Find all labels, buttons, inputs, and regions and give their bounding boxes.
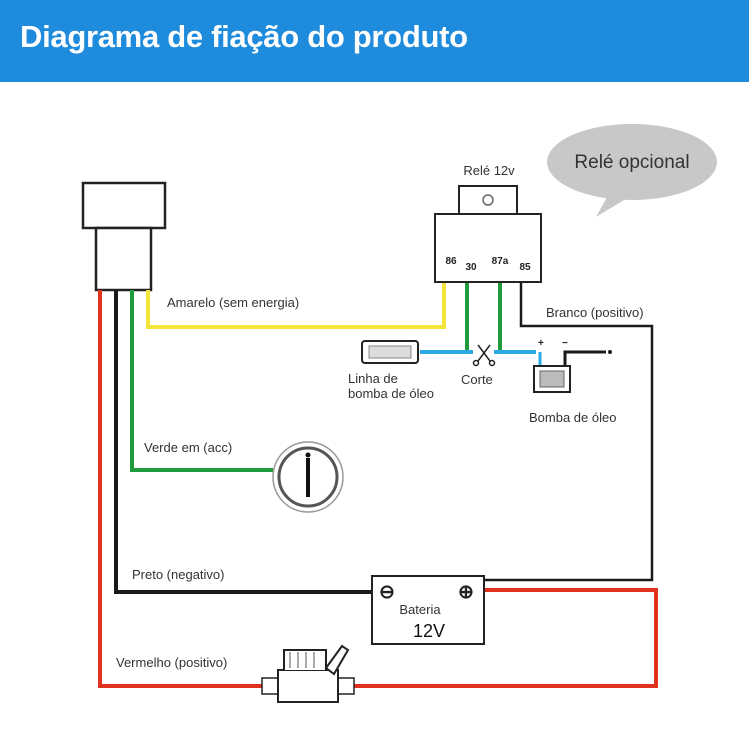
header-bar: Diagrama de fiação do produto — [0, 0, 749, 82]
battery-negative-icon: ⊖ — [379, 582, 395, 603]
cut-label: Corte — [461, 372, 493, 387]
bubble-text: Relé opcional — [574, 152, 689, 173]
black-wire-label: Preto (negativo) — [132, 567, 225, 582]
relay-pin-85: 85 — [519, 262, 531, 273]
pump-minus-label: − — [562, 338, 568, 349]
pump-plus-label: + — [538, 338, 544, 349]
relay-pin-86: 86 — [445, 256, 457, 267]
battery-positive-icon: ⊕ — [458, 582, 474, 603]
red-wire-label: Vermelho (positivo) — [116, 655, 227, 670]
white-wire — [484, 282, 654, 582]
key-icon — [305, 452, 311, 458]
battery-voltage: 12V — [413, 621, 445, 641]
fuse — [261, 644, 355, 703]
pump-minus-wire — [563, 350, 606, 368]
green-wire-label: Verde em (acc) — [144, 440, 232, 455]
oil-line-label-2: bomba de óleo — [348, 386, 434, 401]
red-wire-top — [98, 290, 262, 688]
oil-line-connector — [361, 340, 419, 364]
scissors-icon — [472, 344, 496, 367]
yellow-wire — [146, 282, 446, 329]
white-wire-label: Branco (positivo) — [546, 305, 644, 320]
ignition-switch — [272, 441, 344, 513]
battery-label: Bateria — [399, 602, 441, 617]
relay-title: Relé 12v — [463, 163, 515, 178]
oil-pump-label: Bomba de óleo — [529, 410, 616, 425]
green-wire — [130, 290, 273, 472]
yellow-wire-label: Amarelo (sem energia) — [167, 295, 299, 310]
page-title: Diagrama de fiação do produto — [20, 19, 468, 54]
relay-mount-hole — [482, 194, 494, 206]
oil-line-label-1: Linha de — [348, 371, 398, 386]
black-wire — [114, 290, 372, 594]
relay-pin-30: 30 — [465, 262, 477, 273]
relay-pin-87a: 87a — [492, 256, 509, 267]
connector-plug — [81, 181, 167, 292]
red-wire-bottom — [354, 588, 658, 688]
relay: Relé 12v 86 30 87a 85 — [434, 163, 542, 283]
battery: ⊖ ⊕ Bateria 12V — [371, 575, 485, 645]
ground-terminal — [608, 350, 612, 354]
oil-pump: + − — [533, 338, 571, 393]
optional-relay-bubble: Relé opcional — [547, 124, 717, 217]
